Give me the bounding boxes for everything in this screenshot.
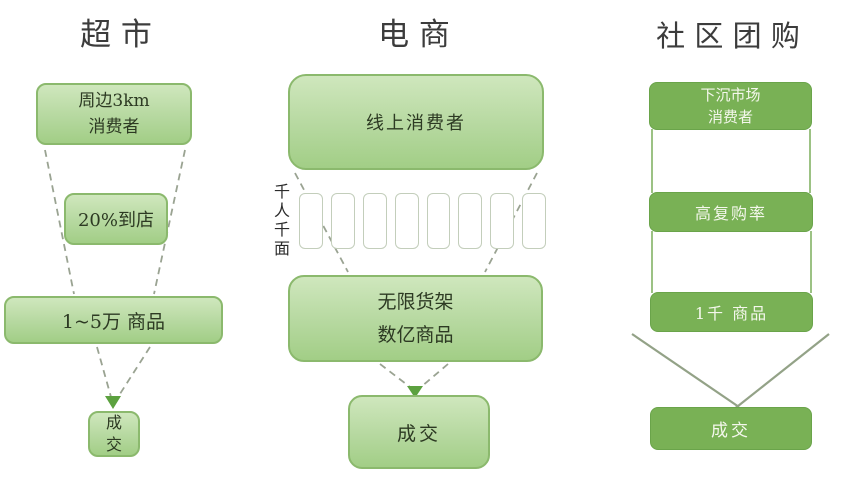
- community-audience-box: 下沉市场 消费者: [649, 82, 812, 130]
- shelf-slot: [426, 193, 451, 249]
- ecommerce-lower-right-line: [420, 363, 449, 388]
- community-repurchase-box: 高复购率: [649, 192, 813, 232]
- column-title-ecommerce: 电 商: [378, 17, 450, 53]
- ecommerce-audience-box: 线上消费者: [288, 74, 544, 170]
- column-title-supermarket: 超 市: [80, 17, 152, 53]
- shelf-slot: [330, 193, 355, 249]
- shelf-slot: [522, 193, 546, 249]
- ecommerce-lower-left-line: [379, 363, 411, 388]
- supermarket-down-arrow-icon: [105, 396, 121, 409]
- shelf-slot: [458, 193, 483, 249]
- supermarket-conversion-box: 20%到店: [64, 193, 168, 245]
- shelf-slot: [362, 193, 387, 249]
- supermarket-lower-right-line: [117, 346, 151, 398]
- shelf-slot: [490, 193, 515, 249]
- shelf-slot: [394, 193, 419, 249]
- supermarket-deal-box: 成 交: [88, 411, 140, 457]
- community-deal-box: 成交: [650, 407, 812, 450]
- shelf-slot: [299, 193, 323, 249]
- ecommerce-personalization-label: 千人千面: [271, 183, 290, 259]
- community-products-box: 1千 商品: [650, 292, 813, 332]
- supermarket-audience-box: 周边3km 消费者: [36, 83, 192, 145]
- column-title-community: 社 区 团 购: [656, 19, 800, 53]
- ecommerce-deal-box: 成交: [348, 395, 490, 469]
- community-v-left-line: [631, 333, 740, 408]
- community-v-right-line: [732, 333, 830, 411]
- shelf-row: [299, 193, 546, 249]
- supermarket-lower-left-line: [96, 346, 112, 398]
- ecommerce-products-box: 无限货架 数亿商品: [288, 275, 543, 362]
- supermarket-products-box: 1~5万 商品: [4, 296, 223, 344]
